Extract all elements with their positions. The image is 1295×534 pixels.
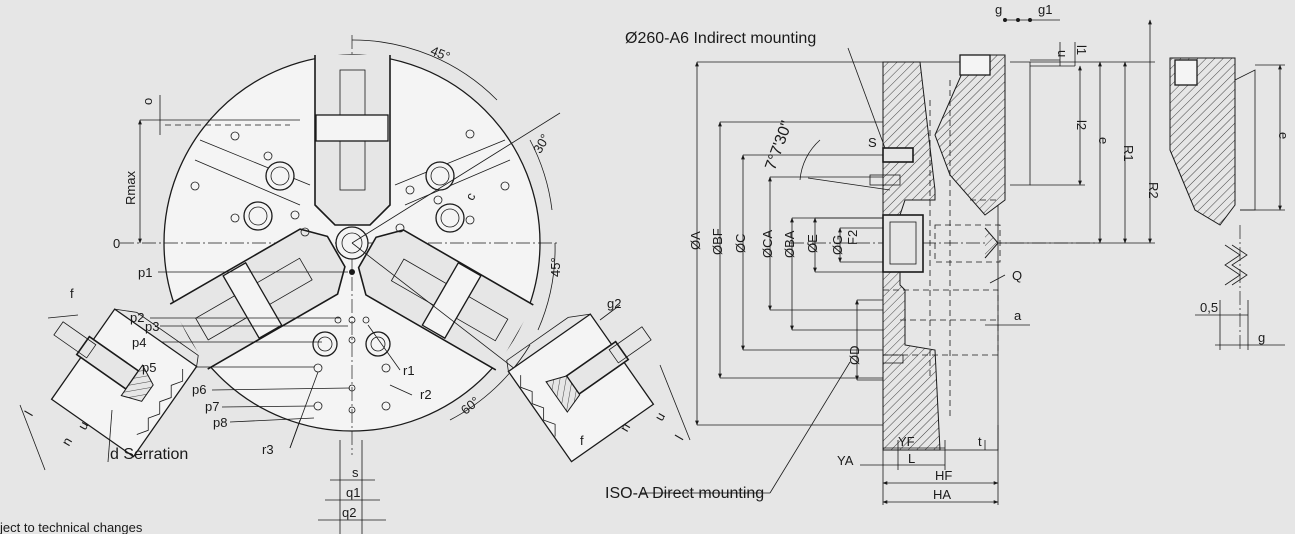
bolt-hole-large bbox=[243, 201, 273, 231]
front-view-labels: 45° 30° 45° 60° Rmax 0 o c p1 p2 p3 p4 p… bbox=[113, 43, 563, 520]
diameter-ba-label: ØBA bbox=[782, 230, 797, 258]
side-view-labels: Ø260-A6 Indirect mounting ISO-A Direct m… bbox=[605, 2, 1161, 502]
l-label: L bbox=[908, 451, 915, 466]
r2-label: r2 bbox=[420, 387, 432, 402]
bottom-dimension-lines bbox=[860, 425, 999, 505]
rmax-label: Rmax bbox=[123, 171, 138, 205]
e-label: e bbox=[1096, 137, 1111, 144]
diameter-c-label: ØC bbox=[733, 234, 748, 254]
left-jaw-l-label: l bbox=[21, 408, 35, 418]
angle-label: 7°7'30" bbox=[762, 119, 795, 172]
r2-dim-label: R2 bbox=[1146, 182, 1161, 199]
left-jaw-f-label: f bbox=[70, 286, 74, 301]
diameter-ca-label: ØCA bbox=[760, 230, 775, 259]
r1-dim-label: R1 bbox=[1121, 145, 1136, 162]
diameter-bf-label: ØBF bbox=[710, 228, 725, 255]
left-jaw-slot bbox=[357, 229, 534, 371]
p8-label: p8 bbox=[213, 415, 227, 430]
bolt-hole-large bbox=[365, 331, 391, 357]
p7-label: p7 bbox=[205, 399, 219, 414]
angle-45-right-label: 45° bbox=[548, 257, 563, 277]
detail-g-label: g bbox=[1258, 330, 1265, 345]
p1-hole bbox=[349, 269, 355, 275]
l2-label: l2 bbox=[1074, 120, 1089, 130]
r1-label: r1 bbox=[403, 363, 415, 378]
front-view bbox=[120, 35, 561, 534]
right-jaw-f-label: f bbox=[580, 433, 584, 448]
right-jaw-u-label: u bbox=[651, 410, 668, 424]
indirect-mounting-label: Ø260-A6 Indirect mounting bbox=[625, 30, 816, 47]
r3-label: r3 bbox=[262, 442, 274, 457]
zero-label: 0 bbox=[113, 236, 120, 251]
side-section-view bbox=[640, 18, 1155, 505]
detail-view bbox=[1169, 57, 1285, 350]
a-label: a bbox=[1014, 308, 1022, 323]
l1-label: l1 bbox=[1074, 45, 1089, 55]
t-nut bbox=[959, 54, 991, 76]
diameter-d-label: ØD bbox=[847, 346, 862, 366]
p1-label: p1 bbox=[138, 265, 152, 280]
u-label: u bbox=[1055, 50, 1070, 57]
p3-label: p3 bbox=[145, 319, 159, 334]
g1-label: g1 bbox=[1038, 2, 1052, 17]
s-label: s bbox=[352, 465, 359, 480]
body-lower-section bbox=[882, 256, 941, 451]
bolt-hole-large bbox=[425, 161, 455, 191]
ya-label: YA bbox=[837, 453, 854, 468]
bolt-hole-large bbox=[435, 203, 465, 233]
right-jaw bbox=[506, 304, 691, 463]
serration-label: d Serration bbox=[110, 446, 188, 463]
angle-arc-45-top bbox=[351, 39, 498, 101]
p2-label: p2 bbox=[130, 310, 144, 325]
angle-30-label: 30° bbox=[530, 131, 553, 156]
left-jaw bbox=[19, 308, 199, 471]
q-label: Q bbox=[1012, 268, 1022, 283]
ha-label: HA bbox=[933, 487, 951, 502]
bolt-hole-large bbox=[312, 331, 338, 357]
g-top-label: g bbox=[995, 2, 1002, 17]
angle-arc-30 bbox=[529, 139, 553, 211]
q1-label: q1 bbox=[346, 485, 360, 500]
detail-half-label: 0,5 bbox=[1200, 300, 1218, 315]
footer-note: ject to technical changes bbox=[0, 520, 143, 534]
f2-label: F2 bbox=[845, 230, 860, 245]
detail-view-labels: e 0,5 g bbox=[1200, 132, 1291, 345]
body-upper-section bbox=[882, 61, 936, 231]
bolt-hole-large bbox=[265, 161, 295, 191]
detail-e-label: e bbox=[1276, 132, 1291, 139]
angle-arc-45-right bbox=[537, 242, 556, 331]
s-dim-label: S bbox=[868, 135, 877, 150]
diameter-g-label: ØG bbox=[830, 235, 845, 255]
angle-45-top-label: 45° bbox=[428, 43, 452, 64]
right-jaw-g2-label: g2 bbox=[607, 296, 621, 311]
center-piston bbox=[882, 214, 924, 273]
right-dimension-lines bbox=[1000, 19, 1155, 244]
right-jaw-l-label: l bbox=[672, 432, 686, 442]
o-label: o bbox=[140, 98, 155, 105]
q2-label: q2 bbox=[342, 505, 356, 520]
angle-arc-60 bbox=[449, 344, 531, 421]
right-jaw-slot bbox=[169, 228, 346, 370]
p5-label: p5 bbox=[142, 360, 156, 375]
yf-label: YF bbox=[898, 434, 915, 449]
hf-label: HF bbox=[935, 468, 952, 483]
t-label: t bbox=[978, 434, 982, 449]
diameter-a-label: ØA bbox=[688, 231, 703, 250]
direct-mounting-label: ISO-A Direct mounting bbox=[605, 485, 764, 502]
top-jaw-tbolt bbox=[315, 114, 389, 142]
diameter-dimension-lines bbox=[695, 61, 859, 426]
p6-label: p6 bbox=[192, 382, 206, 397]
diameter-e-label: ØE bbox=[805, 234, 820, 253]
left-jaw-n-label: n bbox=[58, 435, 75, 449]
p4-label: p4 bbox=[132, 335, 146, 350]
